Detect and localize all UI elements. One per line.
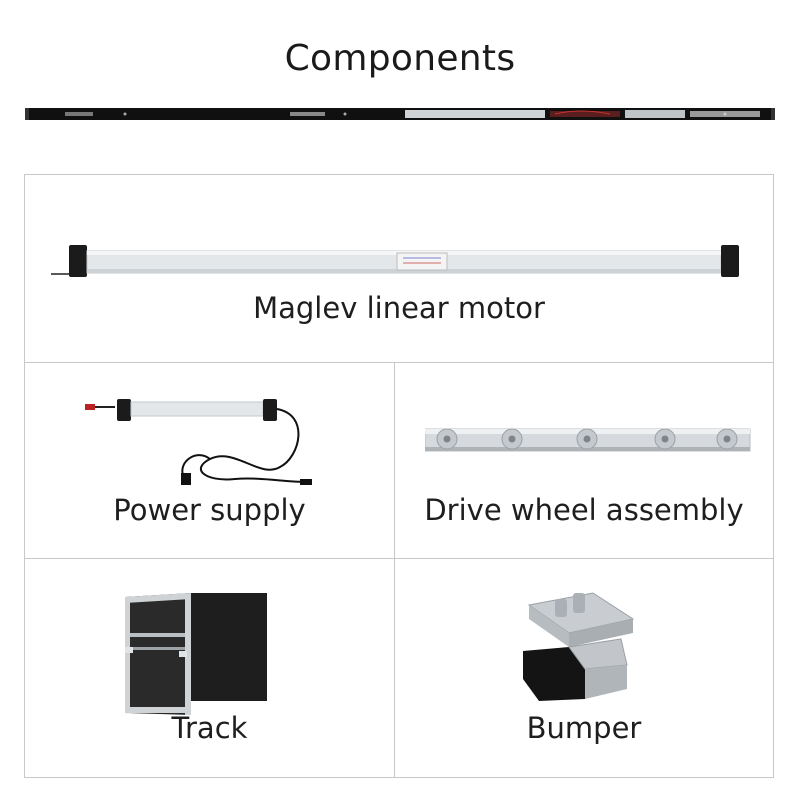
track-profile-icon	[125, 593, 267, 715]
component-track: Track	[25, 559, 395, 777]
component-label: Drive wheel assembly	[424, 493, 744, 527]
component-label: Power supply	[113, 493, 306, 527]
component-label: Bumper	[526, 711, 642, 745]
component-drive-wheel: Drive wheel assembly	[395, 363, 773, 559]
component-power-supply: Power supply	[25, 363, 395, 559]
page-title: Components	[284, 38, 516, 79]
drive-wheel-icon	[425, 428, 751, 452]
component-bumper: Bumper	[395, 559, 773, 777]
maglev-motor-icon	[51, 245, 739, 277]
component-maglev-motor: Maglev linear motor	[25, 175, 773, 363]
assembled-rail-image	[25, 108, 775, 120]
component-label: Track	[171, 711, 248, 745]
bumper-icon	[523, 592, 635, 701]
components-grid: Maglev linear motor Power supply	[24, 174, 774, 778]
component-label: Maglev linear motor	[253, 291, 545, 325]
power-supply-icon	[85, 399, 312, 485]
